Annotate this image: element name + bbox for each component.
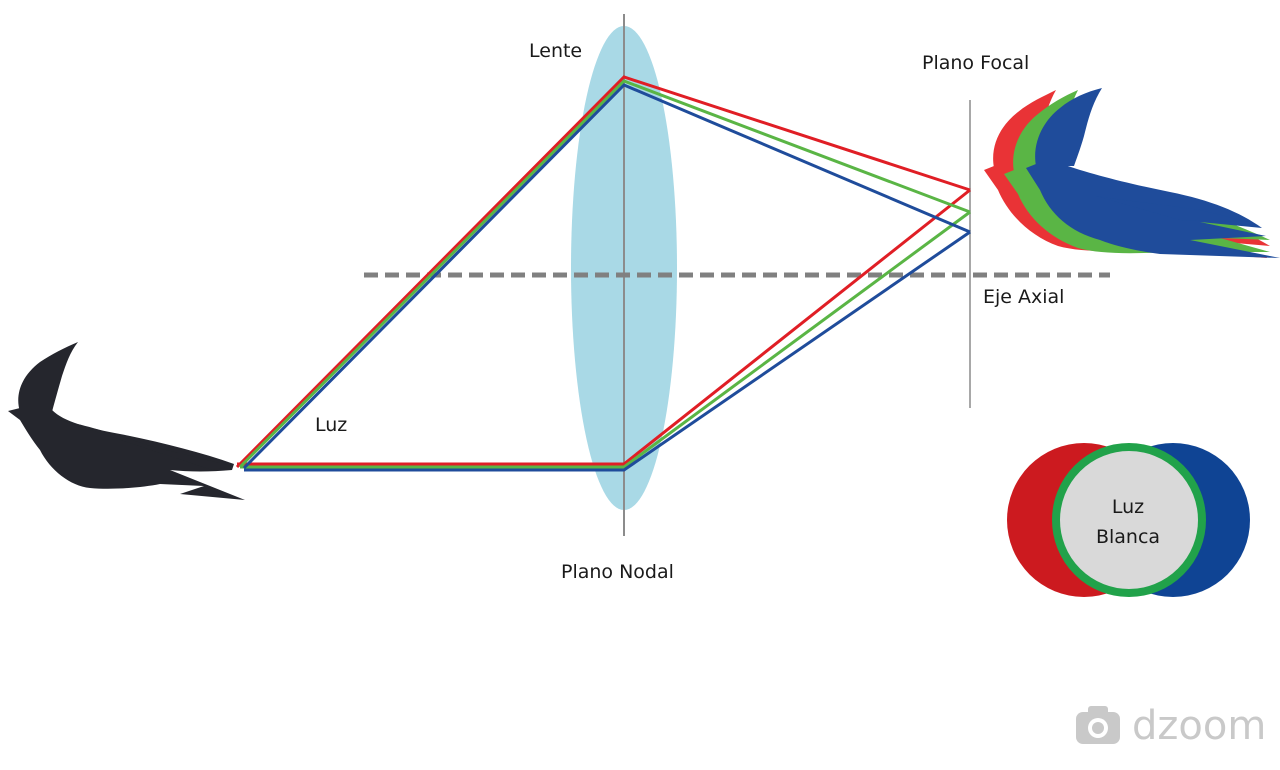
nodal-plane-label: Plano Nodal [561,561,674,583]
white-light-label-line1: Luz [1112,496,1144,518]
light-label: Luz [315,414,347,436]
red-ray-top [235,75,971,469]
blue-ray-bottom [244,230,971,472]
white-light-diagram: Luz Blanca [1007,443,1250,597]
watermark-text: dzoom [1132,703,1266,749]
blue-ray-top [242,83,971,470]
focal-plane-label: Plano Focal [922,52,1029,74]
source-bird-silhouette [8,342,245,500]
axial-axis-label: Eje Axial [983,286,1064,308]
green-ray-bottom [240,210,971,469]
white-light-circle [1052,443,1206,597]
red-ray-bottom [237,188,971,466]
green-ray-top [238,79,971,469]
focal-bird-blue [1026,88,1280,258]
watermark: dzoom [1076,703,1266,749]
camera-icon [1076,706,1120,744]
lens-label: Lente [529,40,582,62]
white-light-label-line2: Blanca [1096,526,1160,548]
